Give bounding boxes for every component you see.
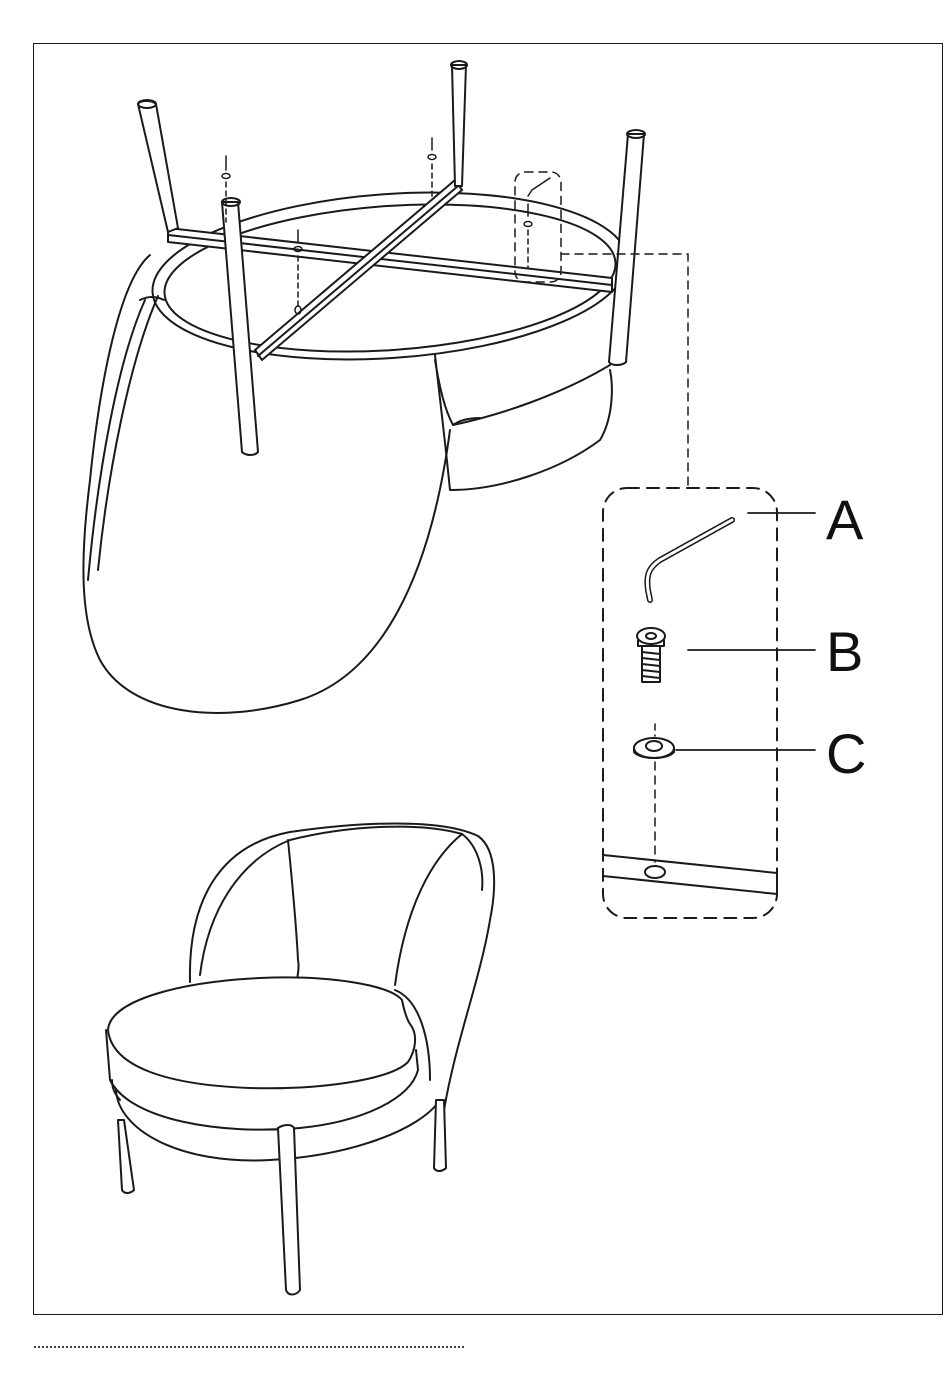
assembled-chair bbox=[106, 824, 494, 1295]
part-label-c: C bbox=[826, 726, 866, 782]
page-footer-dotted-rule bbox=[34, 1346, 464, 1348]
chair-back-inner bbox=[200, 827, 462, 985]
chair-shell-outline bbox=[83, 255, 450, 713]
screw-2 bbox=[428, 138, 436, 196]
leg-back-right bbox=[451, 61, 467, 186]
part-label-b: B bbox=[826, 624, 863, 680]
assembled-leg-right bbox=[434, 1100, 446, 1171]
screw-markers bbox=[222, 138, 550, 314]
assembled-leg-front bbox=[278, 1125, 300, 1295]
parts-detail-box bbox=[603, 488, 777, 918]
seat-cushion-top bbox=[108, 977, 415, 1088]
detail-callout-box bbox=[515, 172, 561, 282]
chair-back-seam bbox=[288, 840, 299, 990]
leg-frame bbox=[138, 61, 645, 455]
assembled-leg-left bbox=[118, 1120, 134, 1193]
leg-back-left bbox=[138, 100, 178, 232]
leg-front-right bbox=[609, 130, 645, 365]
part-label-a: A bbox=[826, 492, 863, 548]
